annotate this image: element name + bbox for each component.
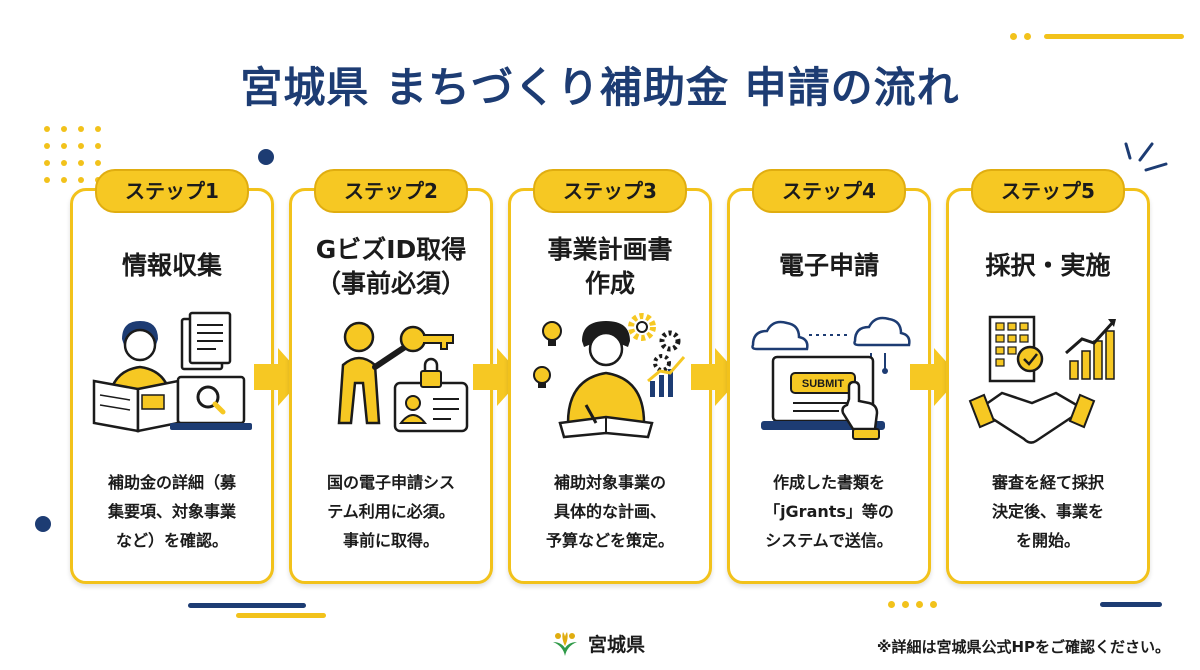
- arrow-right-icon: [910, 348, 960, 406]
- person-key-id-card-icon: [337, 321, 469, 433]
- page-title: 宮城県 まちづくり補助金 申請の流れ: [240, 63, 960, 112]
- decor-yellow-dot: [1024, 33, 1031, 40]
- step-heading: 採択・実施: [985, 251, 1111, 280]
- decor-sparkle-lines: [1124, 142, 1168, 172]
- step-badge: ステップ3: [533, 169, 687, 213]
- person-writing-plan-icon: [533, 313, 686, 439]
- decor-yellow-line: [1044, 34, 1184, 39]
- step-heading: GビズID取得 （事前必須）: [315, 235, 467, 298]
- step-heading: 事業計画書 作成: [547, 235, 673, 298]
- decor-yellow-dot: [916, 601, 923, 608]
- footer-logo-text: 宮城県: [588, 633, 646, 656]
- decor-navy-line: [1100, 602, 1162, 607]
- step-card-1: ステップ1 情報収集 補助金の詳細（募 集要項、対象事業 など）を確認。: [70, 169, 274, 584]
- step-description: 国の電子申請シス テム利用に必須。 事前に取得。: [326, 473, 455, 550]
- decor-yellow-dot: [902, 601, 909, 608]
- person-reading-search-icon: [92, 311, 252, 433]
- decor-yellow-dot: [1010, 33, 1017, 40]
- building-growth-handshake-icon: [968, 315, 1116, 444]
- decor-yellow-dot: [930, 601, 937, 608]
- submit-label: SUBMIT: [802, 378, 844, 390]
- step-description: 補助金の詳細（募 集要項、対象事業 など）を確認。: [107, 473, 236, 550]
- step-description: 作成した書類を 「jGrants」等の システムで送信。: [764, 473, 894, 550]
- miyagi-emblem-icon: [553, 632, 577, 656]
- step-description: 補助対象事業の 具体的な計画、 予算などを策定。: [545, 473, 674, 550]
- decor-yellow-dot: [888, 601, 895, 608]
- step-card-2: ステップ2 GビズID取得 （事前必須） 国の電子申請シス テム利用に必須。 事…: [289, 169, 493, 584]
- decor-navy-dot: [35, 516, 51, 532]
- footnote: ※詳細は宮城県公式HPをご確認ください。: [876, 638, 1170, 656]
- step-badge: ステップ2: [314, 169, 468, 213]
- decor-navy-dot: [258, 149, 274, 165]
- step-card-3: ステップ3 事業計画書 作成 補助対象事業の 具体的な計画、 予算などを策定。: [508, 169, 712, 584]
- step-badge: ステップ1: [95, 169, 249, 213]
- decor-dot-grid-left: [44, 126, 101, 183]
- decor-yellow-line: [236, 613, 326, 618]
- step-card-5: ステップ5 採択・実施 審査を経て採択 決定後、事業を を開始。: [946, 169, 1150, 584]
- arrow-right-icon: [254, 348, 304, 406]
- step-badge: ステップ5: [971, 169, 1125, 213]
- miyagi-logo: 宮城県: [548, 628, 645, 658]
- laptop-submit-cloud-icon: SUBMIT: [751, 316, 911, 440]
- arrow-right-icon: [691, 348, 741, 406]
- step-heading: 電子申請: [778, 251, 879, 280]
- arrow-right-icon: [473, 348, 523, 406]
- step-card-4: ステップ4 電子申請 SUBMIT 作成した書類を 「jGrants」等の シス…: [727, 169, 931, 584]
- step-heading: 情報収集: [121, 251, 222, 280]
- step-badge: ステップ4: [752, 169, 906, 213]
- decor-navy-line: [188, 603, 306, 608]
- step-description: 審査を経て採択 決定後、事業を を開始。: [991, 473, 1104, 550]
